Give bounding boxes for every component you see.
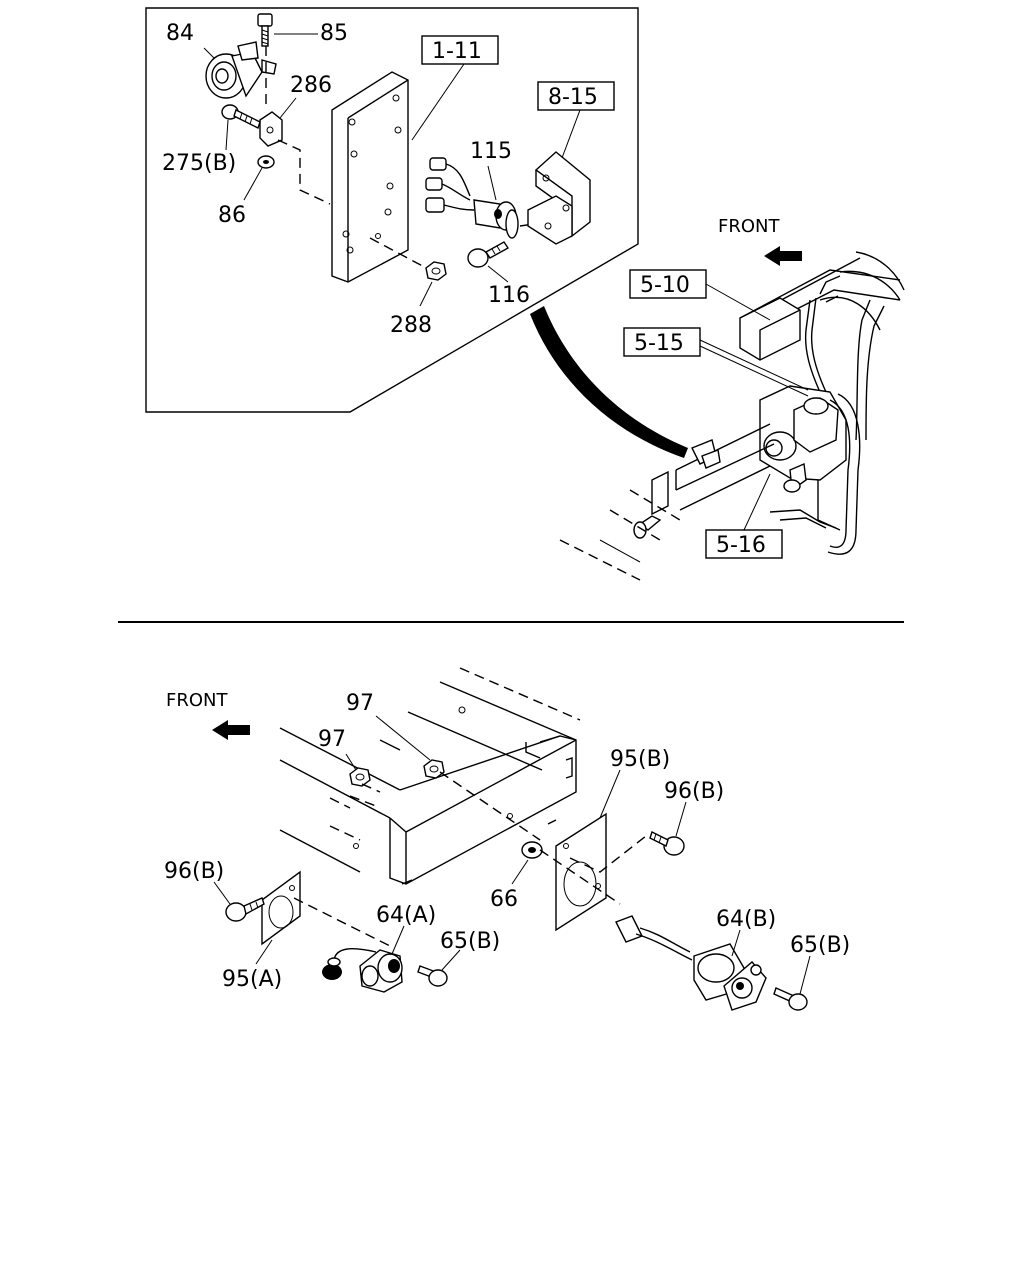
leader-line xyxy=(441,949,461,971)
callout-64b: 64(B) xyxy=(716,907,776,932)
leader-line xyxy=(411,63,465,141)
svg-text:1-11: 1-11 xyxy=(432,39,482,64)
bottom-diagram: FRONT xyxy=(164,667,850,1011)
svg-text:FRONT: FRONT xyxy=(718,216,780,237)
leader-line xyxy=(279,97,297,119)
callout-97-top: 97 xyxy=(346,691,374,716)
leader-line xyxy=(511,859,529,885)
bolt-65b-left xyxy=(417,965,448,987)
leader-line xyxy=(345,753,357,771)
leader-line xyxy=(243,167,263,201)
assembly-line xyxy=(369,237,431,271)
clip-286 xyxy=(259,111,283,147)
washer-86 xyxy=(257,155,275,169)
callout-275b: 275(B) xyxy=(162,151,236,176)
ref-box-5-16: 5-16 xyxy=(705,473,783,559)
sensor-64b xyxy=(615,915,767,1011)
callout-96b-left: 96(B) xyxy=(164,859,224,884)
frame-crossmember xyxy=(279,667,581,885)
leader-line xyxy=(675,801,687,837)
switch-115 xyxy=(425,157,519,239)
svg-text:5-10: 5-10 xyxy=(640,273,690,298)
nut-288 xyxy=(425,261,447,281)
callout-115: 115 xyxy=(470,139,512,164)
front-indicator-bottom: FRONT xyxy=(166,690,250,740)
nut-97-right xyxy=(423,759,445,779)
assembly-line xyxy=(439,771,541,841)
bracket-8-15 xyxy=(527,151,591,245)
callout-86: 86 xyxy=(218,203,246,228)
front-arrow-icon xyxy=(764,246,802,266)
top-diagram: 84 85 286 275(B) 86 115 116 288 1-11 8-1… xyxy=(145,7,905,581)
callout-84: 84 xyxy=(166,21,194,46)
washer-66 xyxy=(521,841,543,859)
leader-line xyxy=(487,165,497,201)
gasket-95b xyxy=(555,812,607,932)
leader-line xyxy=(203,47,215,59)
assembly-line xyxy=(361,783,381,793)
leader-line xyxy=(561,109,581,159)
leader-line xyxy=(213,881,231,905)
svg-text:FRONT: FRONT xyxy=(166,690,228,711)
bolt-65b-right xyxy=(773,987,808,1011)
callout-95a: 95(A) xyxy=(222,967,282,992)
callout-116: 116 xyxy=(488,283,530,308)
callout-66: 66 xyxy=(490,887,518,912)
nut-97-left xyxy=(349,767,371,787)
sensor-64a xyxy=(322,948,403,993)
front-indicator-top: FRONT xyxy=(718,216,802,266)
leader-line xyxy=(375,715,431,761)
callout-65b-right: 65(B) xyxy=(790,933,850,958)
leader-line xyxy=(255,939,273,965)
detail-inset-frame xyxy=(145,7,639,413)
bolt-96b-left xyxy=(225,897,265,922)
leader-line xyxy=(599,769,621,819)
assembly-line xyxy=(349,795,377,807)
leader-line xyxy=(487,265,509,283)
callout-95b: 95(B) xyxy=(610,747,670,772)
leader-line xyxy=(799,955,811,995)
chassis-scene xyxy=(559,251,905,581)
ref-box-1-11: 1-11 xyxy=(421,35,499,65)
callout-286: 286 xyxy=(290,73,332,98)
bolt-85 xyxy=(257,13,273,47)
assembly-line xyxy=(293,897,391,947)
callout-96b-right: 96(B) xyxy=(664,779,724,804)
ref-box-8-15: 8-15 xyxy=(537,81,615,111)
assembly-line xyxy=(277,139,331,205)
leader-line xyxy=(731,929,741,957)
svg-text:5-16: 5-16 xyxy=(716,533,766,558)
callout-65b-left: 65(B) xyxy=(440,929,500,954)
detail-pointer-arrow xyxy=(530,306,688,458)
assembly-line xyxy=(569,835,647,873)
svg-text:8-15: 8-15 xyxy=(548,85,598,110)
bolt-96b-right xyxy=(649,831,685,856)
ref-box-5-10: 5-10 xyxy=(629,269,771,321)
leader-line xyxy=(225,119,229,151)
assembly-line xyxy=(539,849,621,905)
callout-64a: 64(A) xyxy=(376,903,436,928)
gasket-95a xyxy=(261,870,301,946)
svg-text:5-15: 5-15 xyxy=(634,331,684,356)
leader-line xyxy=(419,281,433,307)
ref-box-5-15: 5-15 xyxy=(623,327,809,397)
bolt-275b xyxy=(221,104,261,129)
bolt-116 xyxy=(467,241,510,268)
front-arrow-icon xyxy=(212,720,250,740)
callout-288: 288 xyxy=(390,313,432,338)
mounting-bracket-plate xyxy=(331,71,409,283)
callout-85: 85 xyxy=(320,21,348,46)
callout-97-left: 97 xyxy=(318,727,346,752)
leader-line xyxy=(391,925,405,955)
